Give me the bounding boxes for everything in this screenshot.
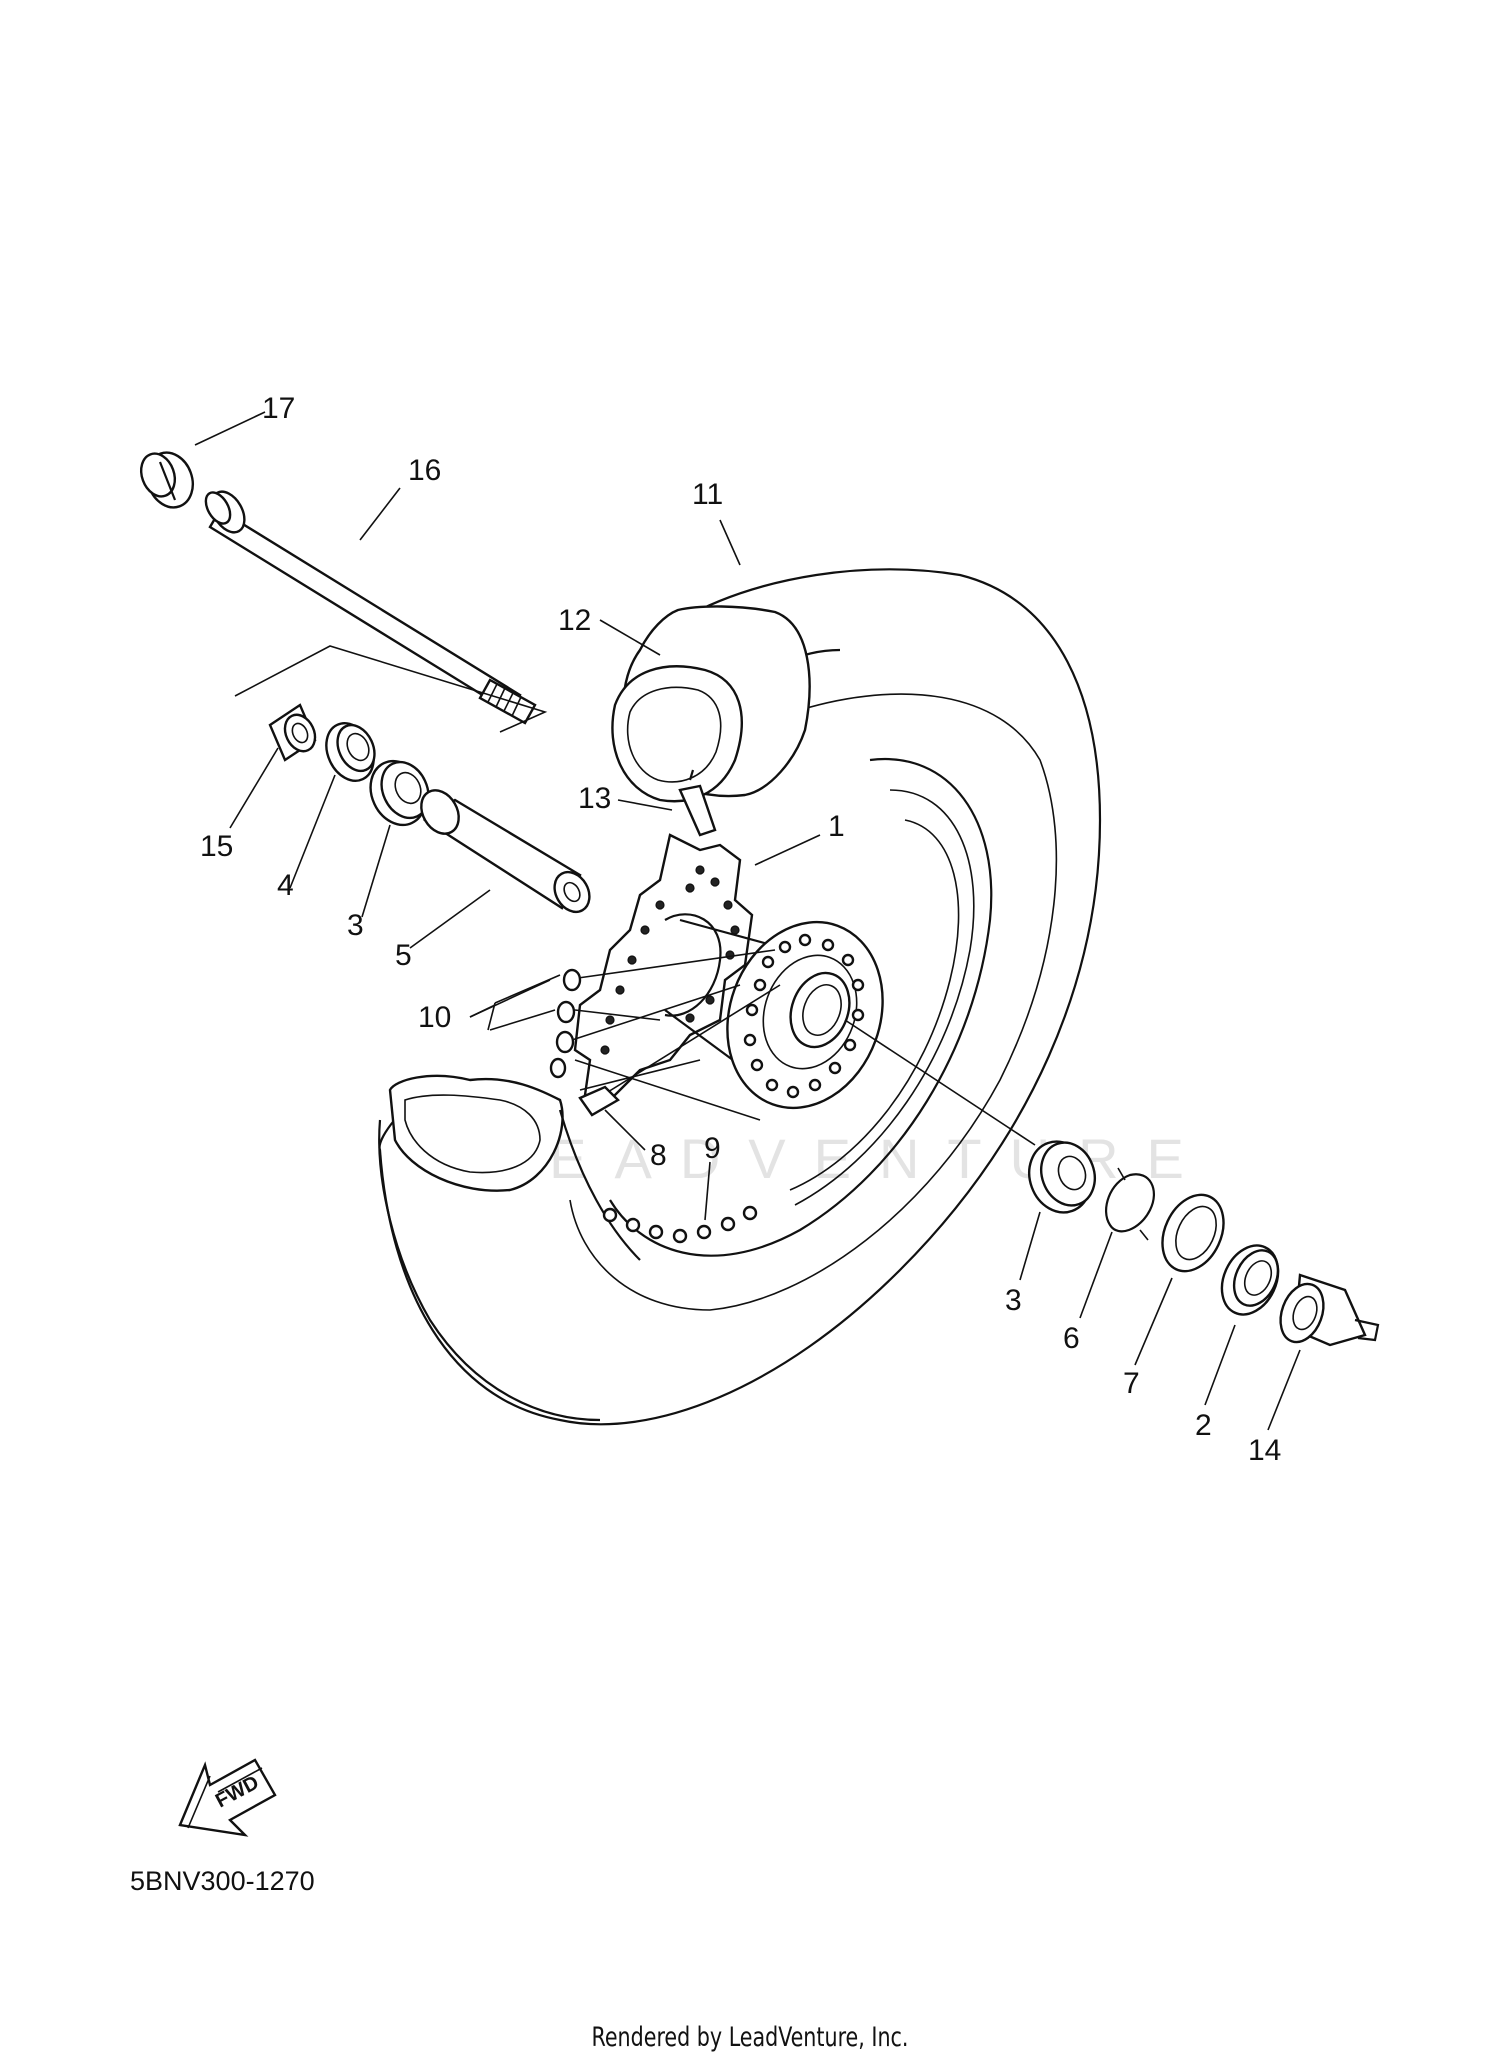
spacer-collar — [268, 703, 317, 762]
oil-seal-right — [1220, 1244, 1280, 1316]
leader-lines — [194, 411, 1301, 1431]
label-12: 12 — [558, 604, 591, 637]
circlip — [1105, 1167, 1155, 1241]
label-10: 10 — [418, 1001, 451, 1034]
rim-cutaway — [378, 1074, 641, 1422]
collar-right — [1279, 1273, 1380, 1347]
footer-credit: Rendered by LeadVenture, Inc. — [591, 2022, 909, 2053]
callouts: 17 16 11 12 13 1 15 4 3 5 10 8 9 3 6 7 2… — [200, 392, 1281, 1467]
label-3-left: 3 — [347, 909, 364, 942]
washer — [1161, 1193, 1225, 1273]
axle-collar — [139, 451, 194, 509]
label-11: 11 — [692, 478, 723, 511]
spokes — [571, 949, 781, 1121]
inner-tube — [611, 605, 811, 837]
watermark: LEADVENTURE — [490, 1127, 1212, 1190]
label-7: 7 — [1123, 1367, 1140, 1400]
fwd-arrow-icon: FWD — [178, 1758, 277, 1837]
oil-seal-left — [325, 722, 376, 782]
axis-line — [844, 1019, 1036, 1146]
label-4: 4 — [277, 869, 294, 902]
bearing-right — [1028, 1140, 1096, 1214]
spoke-heads — [549, 968, 620, 1117]
label-2: 2 — [1195, 1409, 1212, 1442]
bearing-left — [369, 759, 430, 827]
label-13: 13 — [578, 782, 611, 815]
label-14: 14 — [1248, 1434, 1281, 1467]
spoke-nipples — [602, 1205, 758, 1244]
axle — [204, 490, 537, 725]
label-9: 9 — [704, 1132, 721, 1165]
label-16: 16 — [408, 454, 441, 487]
label-8: 8 — [650, 1139, 667, 1172]
label-6: 6 — [1063, 1322, 1080, 1355]
diagram-code: 5BNV300-1270 — [130, 1866, 315, 1896]
label-5: 5 — [395, 939, 412, 972]
label-1: 1 — [828, 810, 845, 843]
spacer-tube — [420, 789, 591, 914]
group-bracket — [234, 645, 548, 733]
hub-and-disc — [573, 833, 884, 1110]
label-3-right: 3 — [1005, 1284, 1022, 1317]
label-15: 15 — [200, 830, 233, 863]
label-17: 17 — [262, 392, 295, 425]
